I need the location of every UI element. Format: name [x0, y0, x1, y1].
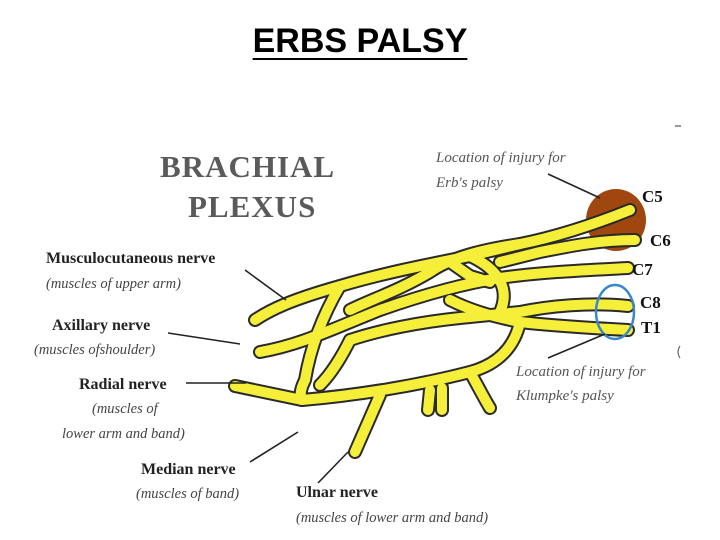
musculocutaneous-nerve-desc: (muscles of upper arm)	[46, 276, 181, 292]
klumpke-injury-note-line-1: Location of injury for	[515, 364, 646, 380]
median-nerve-desc: (muscles of band)	[136, 486, 239, 502]
musculocutaneous-nerve-label: Musculocutaneous nerve	[46, 250, 215, 267]
klumpke-injury-ring	[594, 283, 636, 341]
corner-mark	[677, 345, 681, 359]
root-label-c6: C6	[650, 231, 671, 250]
radial-nerve-label: Radial nerve	[79, 376, 167, 393]
klumpke-injury-note-line-2: Klumpke's palsy	[515, 388, 614, 404]
radial-nerve-desc-line-2: lower arm and band)	[62, 426, 185, 442]
slide-title: ERBS PALSY	[252, 22, 468, 60]
klumpke-note-leader	[547, 333, 606, 359]
axillary-nerve-desc: (muscles ofshoulder)	[34, 342, 155, 358]
musculocutaneous-leader	[244, 269, 287, 301]
root-label-t1: T1	[641, 318, 661, 337]
erb-note-leader	[547, 173, 601, 199]
root-label-c7: C7	[632, 260, 653, 279]
radial-nerve-desc-line-1: (muscles of	[92, 401, 160, 417]
ulnar-nerve-label: Ulnar nerve	[296, 484, 378, 501]
root-label-c5: C5	[642, 187, 663, 206]
axillary-leader	[167, 332, 241, 345]
erb-injury-note-line-2: Erb's palsy	[435, 175, 503, 191]
erb-injury-note-line-1: Location of injury for	[435, 150, 566, 166]
ulnar-nerve-desc: (muscles of lower arm and band)	[296, 510, 488, 526]
root-label-c8: C8	[640, 293, 661, 312]
median-leader	[249, 431, 299, 463]
diagram-heading-line-2: PLEXUS	[188, 189, 316, 224]
ulnar-leader	[317, 451, 349, 484]
axillary-nerve-label: Axillary nerve	[52, 317, 150, 334]
median-nerve-label: Median nerve	[141, 461, 236, 478]
nerve-network	[230, 205, 640, 457]
diagram-heading-line-1: BRACHIAL	[160, 149, 335, 184]
